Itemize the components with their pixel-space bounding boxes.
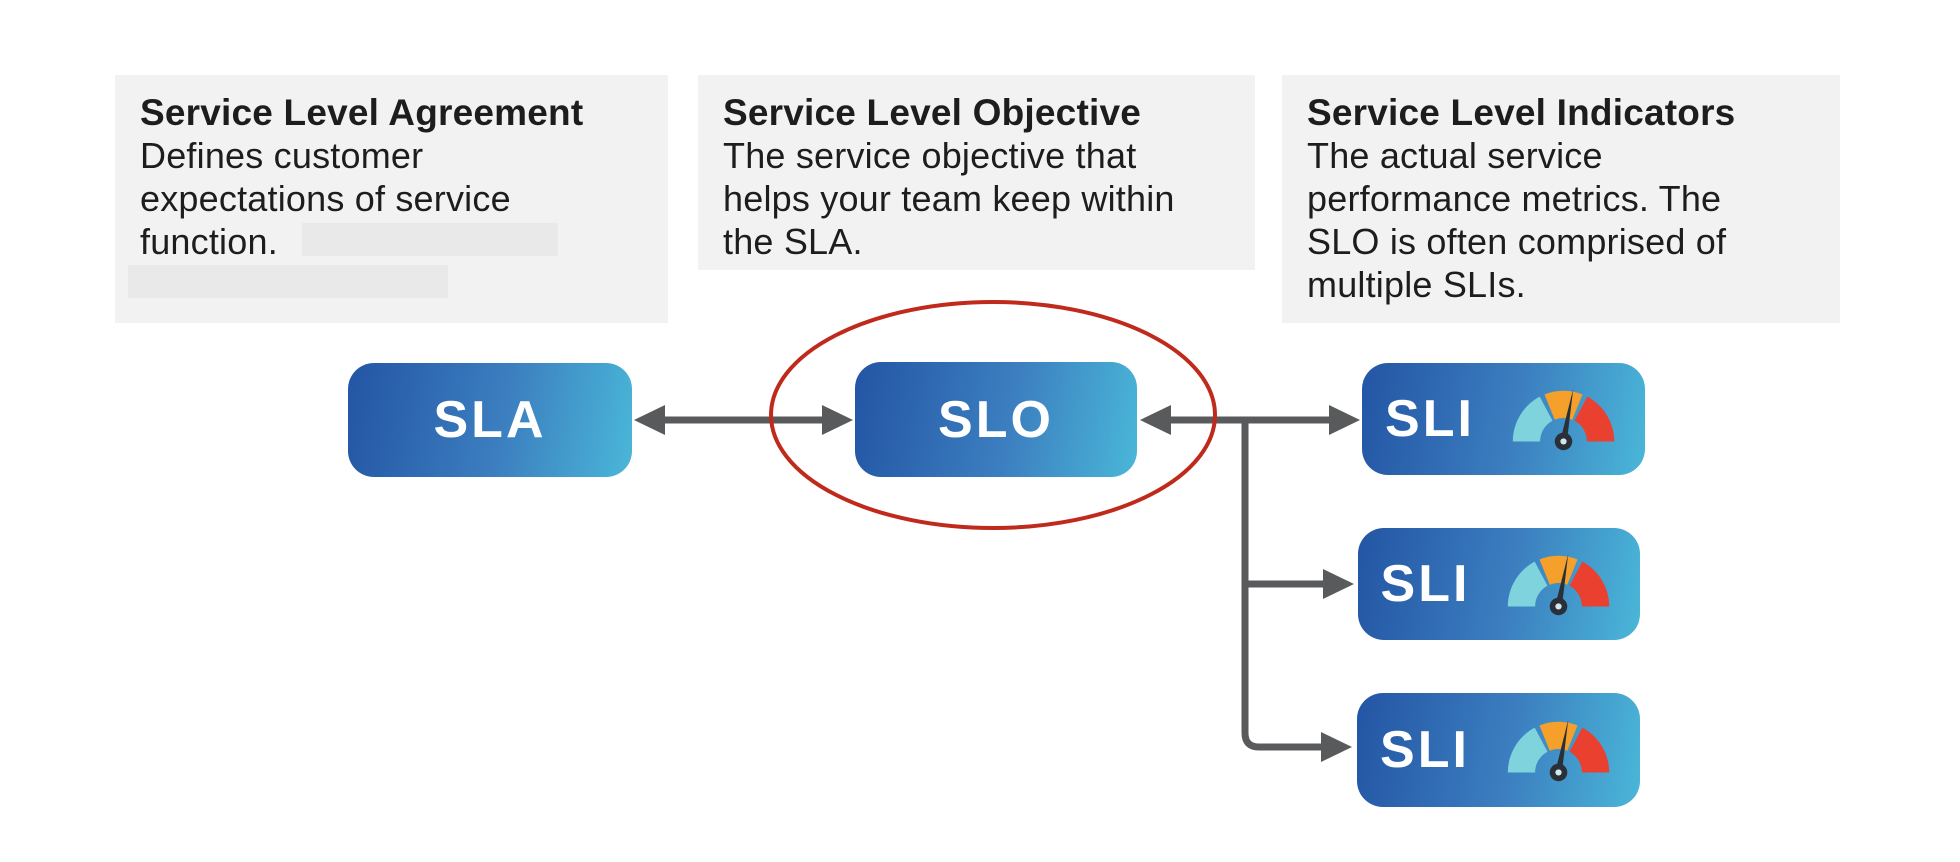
info-box-sli: Service Level Indicators The actual serv… [1282,75,1840,323]
node-sli-3: SLI [1357,693,1640,807]
node-sli-2-label: SLI [1380,555,1471,613]
node-sla-label: SLA [433,391,547,449]
arrowhead-into-slo-right [1140,405,1171,435]
node-sli-2: SLI [1358,528,1640,640]
redacted-text-band [302,223,558,256]
gauge-icon [1508,553,1610,615]
node-slo-label: SLO [938,390,1054,449]
redacted-text-band [128,265,448,298]
arrowhead-into-sli1 [1329,405,1360,435]
node-sli-1: SLI [1362,363,1645,475]
info-box-slo-title: Service Level Objective [723,92,1142,133]
node-sli-1-label: SLI [1385,390,1475,448]
arrowhead-into-sli2 [1323,569,1354,599]
info-box-slo: Service Level Objective The service obje… [698,75,1255,270]
gauge-icon [1507,719,1610,781]
info-box-slo-body: The service objective that helps your te… [723,135,1175,262]
node-slo: SLO [855,362,1137,477]
arrowhead-into-slo-left [822,405,853,435]
info-box-sli-body: The actual service performance metrics. … [1307,135,1727,305]
arrowhead-into-sla [634,405,665,435]
arrowhead-into-sli3 [1321,732,1352,762]
node-sli-3-label: SLI [1380,721,1470,779]
trunk-line-sli [1241,420,1324,751]
gauge-icon [1512,388,1615,450]
node-sla: SLA [348,363,632,477]
info-box-sla-title: Service Level Agreement [140,92,584,133]
slo-highlight-ellipse [769,300,1217,530]
info-box-sli-title: Service Level Indicators [1307,92,1736,133]
info-box-sla-body: Defines customer expectations of service… [140,135,511,262]
